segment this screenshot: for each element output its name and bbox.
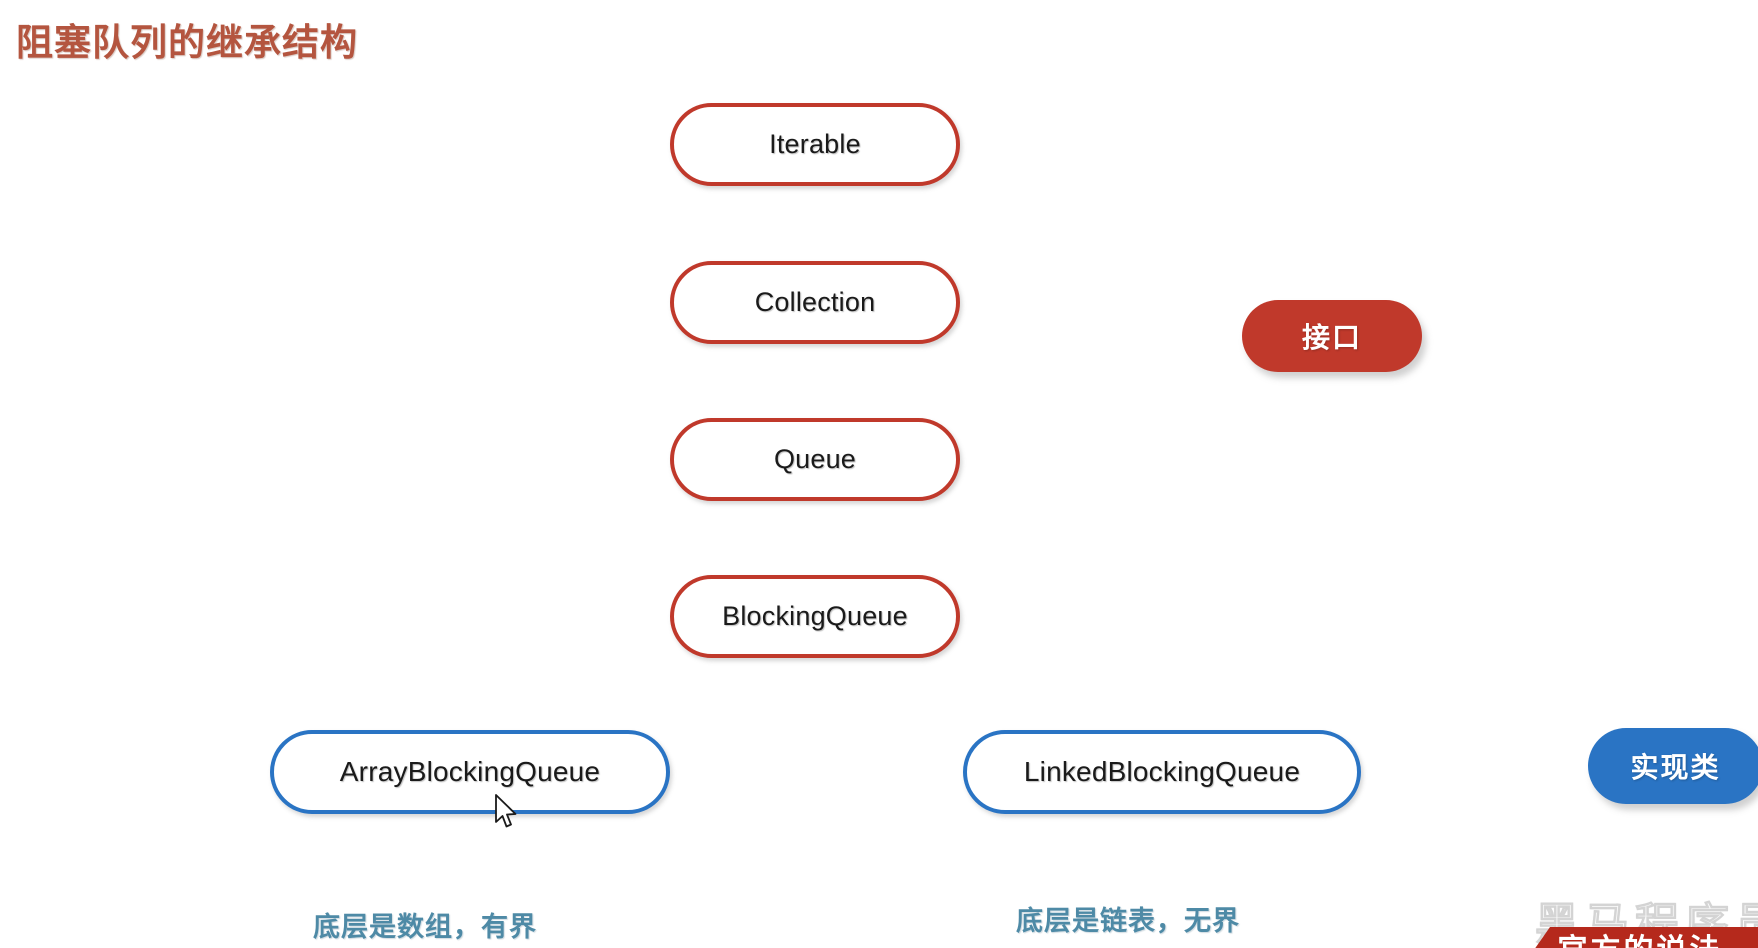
node-label: Iterable (769, 129, 861, 159)
node-iterable[interactable]: Iterable (670, 103, 960, 186)
node-label: ArrayBlockingQueue (339, 756, 601, 787)
legend-label: 接口 (1301, 322, 1362, 353)
node-queue[interactable]: Queue (670, 418, 960, 501)
node-label: LinkedBlockingQueue (1023, 756, 1301, 787)
page-title: 阻塞队列的继承结构 (16, 22, 358, 63)
node-label: Collection (754, 287, 876, 317)
legend-badge-implementation[interactable]: 实现类 (1588, 728, 1758, 804)
node-linkedblockingqueue[interactable]: LinkedBlockingQueue (963, 730, 1361, 814)
annotation-line: 底层是链表，无界 (1016, 906, 1240, 937)
node-collection[interactable]: Collection (670, 261, 960, 344)
annotation-linkedblockingqueue: 底层是链表，无界 但不是真正的无界， 最大为int的最大值。 (1016, 827, 1284, 948)
legend-badge-interface[interactable]: 接口 (1242, 300, 1422, 372)
promo-banner: 官方的说法 (1522, 927, 1758, 948)
node-label: BlockingQueue (722, 601, 908, 631)
legend-label: 实现类 (1630, 752, 1721, 783)
annotation-arrayblockingqueue: 底层是数组，有界 (313, 833, 537, 948)
node-arrayblockingqueue[interactable]: ArrayBlockingQueue (270, 730, 670, 814)
node-label: Queue (773, 444, 857, 474)
annotation-line: 底层是数组，有界 (313, 912, 537, 943)
node-blockingqueue[interactable]: BlockingQueue (670, 575, 960, 658)
promo-banner-label: 官方的说法 (1558, 927, 1723, 948)
